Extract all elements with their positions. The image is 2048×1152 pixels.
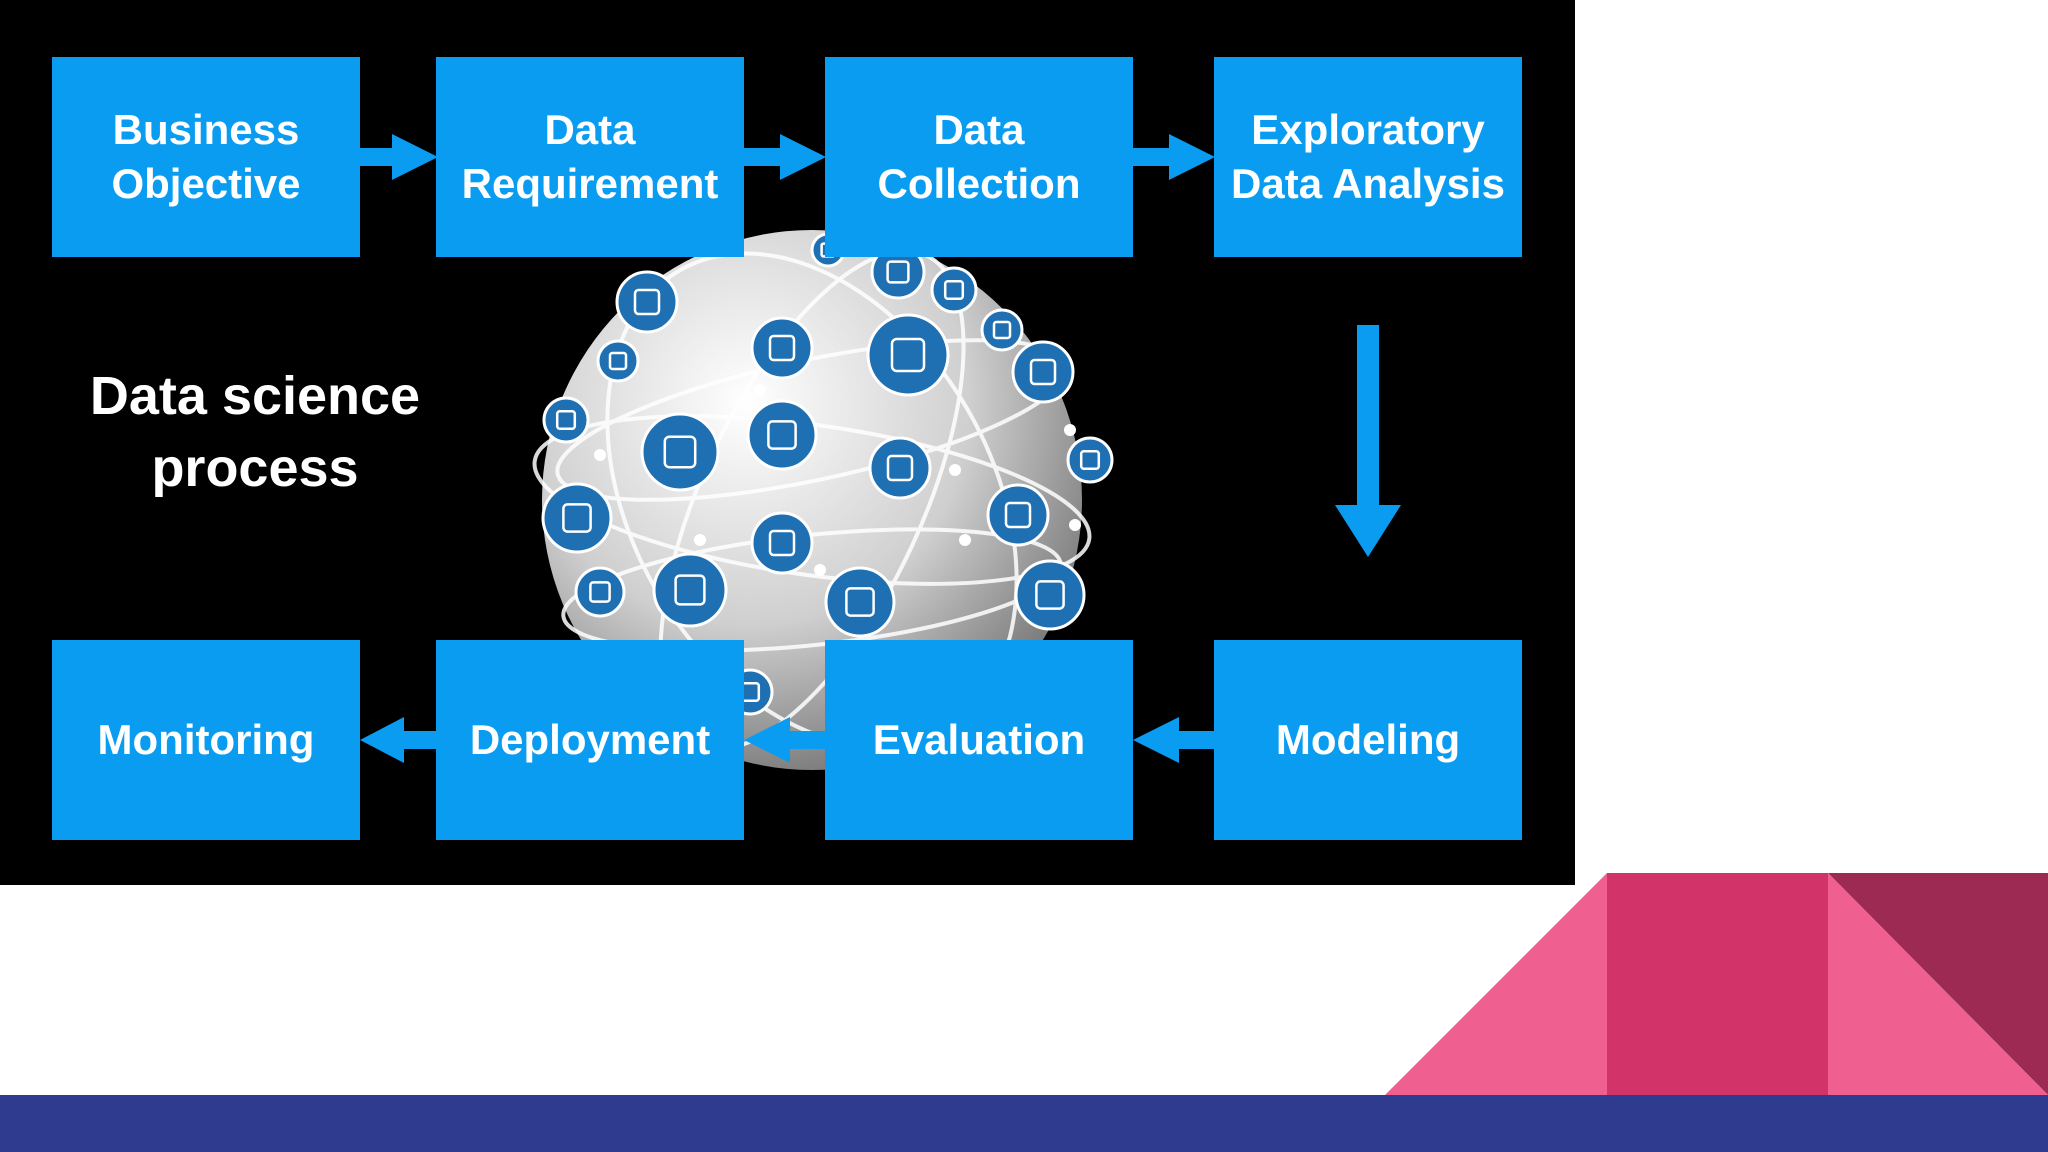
document-icon <box>615 270 679 334</box>
step-label: Evaluation <box>872 716 1086 763</box>
step-deployment: Deployment <box>436 640 744 840</box>
icon-glyph <box>943 279 965 301</box>
step-label: Exploratory Data Analysis <box>1231 106 1505 207</box>
step-label: Business Objective <box>111 106 301 207</box>
network-icon <box>542 396 590 444</box>
arrow-left-icon <box>360 717 440 763</box>
arrow-right-icon <box>742 134 826 180</box>
step-monitoring: Monitoring <box>52 640 360 840</box>
router-icon <box>824 566 896 638</box>
bar-chart-icon <box>866 313 950 397</box>
icon-glyph <box>562 503 592 533</box>
icon-glyph <box>845 587 875 617</box>
arrow-left-icon <box>744 717 828 763</box>
gauge-icon <box>541 482 613 554</box>
step-business-objective: Business Objective <box>52 57 360 257</box>
arrow-left-icon <box>1133 717 1217 763</box>
step-data-requirement: Data Requirement <box>436 57 744 257</box>
step-label: Data Requirement <box>461 106 719 207</box>
step-label: Deployment <box>469 716 711 763</box>
icon-glyph <box>1035 580 1065 610</box>
decor-triangle-right <box>1828 873 2048 1095</box>
step-modeling: Modeling <box>1214 640 1522 840</box>
tablet-icon <box>652 552 728 628</box>
monitor-icon <box>750 316 814 380</box>
icon-glyph <box>1029 358 1057 386</box>
icon-glyph <box>555 409 577 431</box>
diagram-title: Data science process <box>89 366 421 498</box>
globe-icons <box>541 232 1114 716</box>
icon-glyph <box>1004 501 1032 529</box>
diagram-panel: Business Objective Data Requirement Data… <box>0 0 1575 885</box>
decor-triangle-left <box>1385 873 1607 1095</box>
icon-glyph <box>768 529 796 557</box>
step-label: Modeling <box>1275 716 1461 763</box>
icon-glyph <box>768 334 796 362</box>
document-icon <box>1014 559 1086 631</box>
location-pin-icon <box>596 339 640 383</box>
icon-glyph <box>589 581 611 603</box>
icon-glyph <box>767 420 797 450</box>
database-icon <box>868 436 932 500</box>
cloud-headset-icon <box>640 412 720 492</box>
step-data-collection: Data Collection <box>825 57 1133 257</box>
icon-glyph <box>663 435 697 469</box>
step-evaluation: Evaluation <box>825 640 1133 840</box>
chat-icon <box>930 266 978 314</box>
step-label: Monitoring <box>97 716 315 763</box>
icon-glyph <box>886 454 914 482</box>
icon-glyph <box>674 574 706 606</box>
icon-glyph <box>633 288 661 316</box>
step-label: Data Collection <box>877 106 1081 207</box>
decor-square-center <box>1607 873 1828 1095</box>
server-icon <box>980 308 1024 352</box>
smartphone-icon <box>746 399 818 471</box>
icon-glyph <box>1079 449 1101 471</box>
cloud-icon <box>1066 436 1114 484</box>
arrow-down-icon <box>1335 325 1401 557</box>
bottom-bar <box>0 1095 2048 1152</box>
icon-glyph <box>890 337 926 373</box>
step-exploratory-data-analysis: Exploratory Data Analysis <box>1214 57 1522 257</box>
globe-network-nodes <box>594 384 1081 576</box>
laptop-icon <box>750 511 814 575</box>
icon-glyph <box>608 351 628 371</box>
envelope-icon <box>1011 340 1075 404</box>
arrow-right-icon <box>1131 134 1215 180</box>
person-icon <box>986 483 1050 547</box>
scatter-chart-icon <box>574 566 626 618</box>
icon-glyph <box>886 260 910 284</box>
arrow-right-icon <box>358 134 438 180</box>
icon-glyph <box>992 320 1012 340</box>
